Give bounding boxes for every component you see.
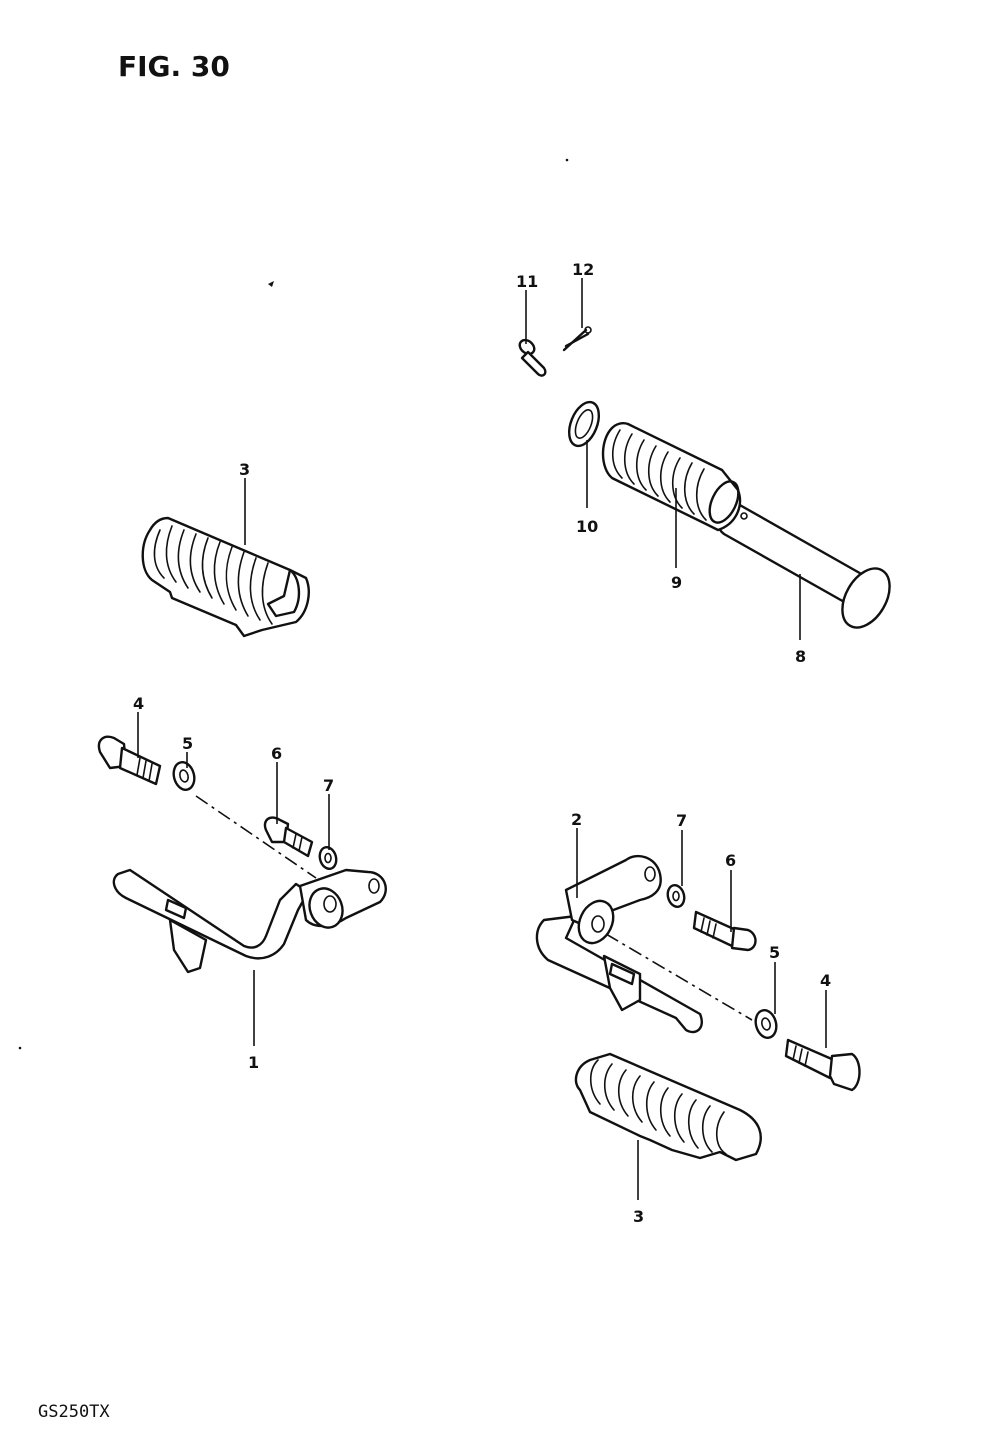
figure-title: FIG. 30 (118, 50, 230, 83)
callout-8: 8 (795, 647, 806, 666)
callout-4-left: 4 (133, 694, 144, 713)
assembly-axis-left (195, 795, 317, 879)
cotter-pin (562, 326, 592, 352)
footrest-rubber-rear (601, 422, 742, 532)
lock-washer-left (172, 761, 196, 791)
callout-7-right: 7 (676, 811, 687, 830)
callout-labels: 3 4 5 6 7 1 11 12 10 9 8 2 7 6 5 4 3 (133, 260, 831, 1226)
bolt-right (784, 1038, 861, 1092)
callout-12: 12 (572, 260, 594, 279)
callout-11: 11 (516, 272, 538, 291)
callout-2: 2 (571, 810, 582, 829)
callout-5-right: 5 (769, 943, 780, 962)
speck (268, 281, 274, 287)
footrest-bracket-right (535, 854, 703, 1034)
bolt-left (97, 735, 162, 786)
callout-10: 10 (576, 517, 598, 536)
callout-9: 9 (671, 573, 682, 592)
callout-6-right: 6 (725, 851, 736, 870)
callout-7-left: 7 (323, 776, 334, 795)
footrest-rubber-upper (141, 516, 310, 638)
footrest-bracket-left (112, 868, 387, 974)
callout-3-lower: 3 (633, 1207, 644, 1226)
washer-10 (567, 400, 601, 448)
assembly-axis-right (605, 933, 753, 1021)
callout-3-upper: 3 (239, 460, 250, 479)
washer-left (318, 845, 338, 871)
model-code: GS250TX (38, 1402, 110, 1422)
washer-right (666, 883, 686, 909)
speck (565, 158, 569, 162)
footrest-pin (716, 502, 891, 629)
callout-5-left: 5 (182, 734, 193, 753)
speck (18, 1046, 22, 1050)
bolt-small-right (692, 910, 757, 952)
footrest-rubber-lower (574, 1052, 762, 1162)
bolt-small-left (263, 816, 314, 858)
lock-washer-right (754, 1009, 778, 1039)
callout-6-left: 6 (271, 744, 282, 763)
leader-lines (137, 278, 827, 1200)
callout-4-right: 4 (820, 971, 831, 990)
clevis-pin (518, 338, 547, 377)
callout-1: 1 (248, 1053, 259, 1072)
